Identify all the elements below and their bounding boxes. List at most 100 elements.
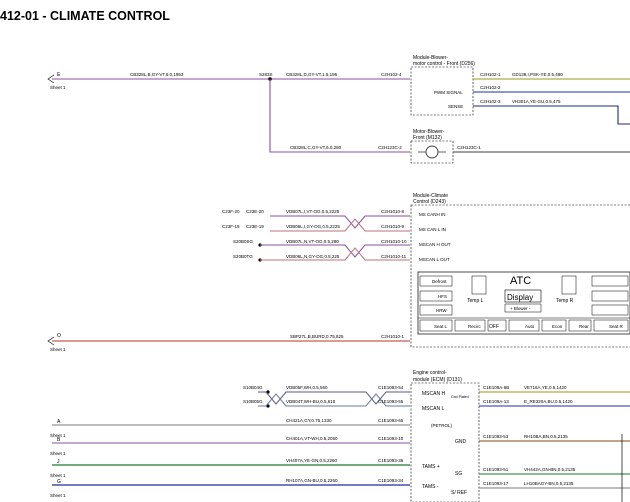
wire-label: VDB06L,I,GY-OG,0.5,2225 bbox=[286, 224, 340, 229]
connector-label: C2H102-1 bbox=[480, 72, 501, 77]
wire-label: GD139,I,PSK-YE,0.5,480 bbox=[512, 72, 563, 77]
sheet-ref-letter: B bbox=[57, 437, 61, 443]
wire-label: VE716A,YE,0.5,1420 bbox=[524, 385, 567, 390]
ecm-title: module (ECM) (D131) bbox=[413, 377, 462, 383]
sheet-ref-arrow bbox=[47, 74, 55, 84]
recirc-label: Recirc bbox=[468, 324, 482, 329]
wire-to-motor bbox=[269, 79, 410, 153]
motor-icon bbox=[425, 145, 439, 159]
temp-r-control[interactable] bbox=[561, 275, 577, 295]
atc-panel[interactable] bbox=[417, 271, 630, 335]
can-wire-l-out bbox=[260, 247, 410, 261]
pin-label: TAMS + bbox=[422, 464, 440, 470]
pin-label: SENSE bbox=[448, 104, 463, 109]
hfs-button[interactable] bbox=[419, 290, 453, 302]
wire-label: VDB07L,N,VT-OG,0.5,280 bbox=[286, 239, 339, 244]
motor-title: Front (M132) bbox=[413, 135, 442, 141]
pin-label: GND bbox=[455, 439, 467, 445]
connector-label: C23E-19 bbox=[246, 224, 264, 229]
pin-label: MSCAN L OUT bbox=[419, 257, 450, 262]
seat-r-button[interactable] bbox=[593, 319, 629, 332]
wire-label: RH107A,GN-BU,0.5,2260 bbox=[286, 478, 338, 483]
splice-label: S10B04G bbox=[243, 385, 263, 390]
wire-label: CB328L,D,GY-VT,1.5,195 bbox=[286, 72, 338, 77]
off-label: OFF bbox=[489, 324, 499, 330]
wire-label: LH10BAGY-BN,0.5,2135 bbox=[524, 481, 574, 486]
mode-button[interactable] bbox=[591, 290, 629, 302]
recirc-button[interactable] bbox=[454, 319, 486, 332]
connector-label: C1E1093-10 bbox=[378, 436, 404, 441]
sheet-ref-letter: G bbox=[57, 479, 61, 485]
off-button[interactable] bbox=[487, 319, 507, 332]
wire-label: VDB05F,WH,0.5,560 bbox=[286, 385, 328, 390]
pin-label: MS CAN L IN bbox=[419, 227, 446, 232]
splice-label: S10B05G bbox=[243, 399, 263, 404]
sheet-ref-label[interactable]: Sheet 1 bbox=[50, 473, 66, 478]
blower-button[interactable] bbox=[504, 303, 542, 313]
pin-label: PWM SIGNAL bbox=[434, 90, 463, 95]
wire-label: VH301A,YE-GU,0.5,475 bbox=[512, 99, 561, 104]
connector-label: C2H1010-9 bbox=[381, 224, 405, 229]
connector-label: C2H1010-8 bbox=[381, 209, 405, 214]
blower-control-module-box[interactable] bbox=[410, 66, 474, 116]
connector-label: C1E1093-54 bbox=[378, 385, 404, 390]
wire-label: VDB06L,N,GY-OG,0.5,225 bbox=[286, 254, 340, 259]
gnd-plated-note: Gnd Plated bbox=[451, 395, 469, 399]
connector-label: C23F-20 bbox=[222, 209, 240, 214]
wire-label: CB328L,C,GY-VT,6.0,280 bbox=[290, 145, 342, 150]
wire-label: VDB04T,WH-BU,0.5,610 bbox=[286, 399, 336, 404]
temp-l-control[interactable] bbox=[471, 275, 487, 295]
hrw-button[interactable] bbox=[419, 304, 453, 316]
pin-label: MSCAN H bbox=[422, 391, 445, 397]
rear-label: Rear bbox=[579, 324, 589, 329]
connector-label: C23E-20 bbox=[246, 209, 264, 214]
connector-label: C2H123C-1 bbox=[457, 145, 481, 150]
econ-button[interactable] bbox=[541, 319, 567, 332]
connector-label: C1E1093-51 bbox=[483, 467, 509, 472]
pin-label: MSCAN H OUT bbox=[419, 242, 451, 247]
connector-label: C1E1093-53 bbox=[483, 434, 509, 439]
connector-label: C1E1093-17 bbox=[483, 481, 509, 486]
splice-label: S20B0TG bbox=[233, 254, 253, 259]
ecm-box[interactable] bbox=[410, 382, 480, 502]
connector-label: C2H1010-11 bbox=[381, 254, 407, 259]
connector-label: C1E1093-55 bbox=[378, 399, 404, 404]
auto-button[interactable] bbox=[508, 319, 540, 332]
climate-control-module-box[interactable] bbox=[410, 204, 630, 348]
sheet-ref-letter: O bbox=[57, 333, 61, 339]
mode-button[interactable] bbox=[591, 275, 629, 287]
rear-button[interactable] bbox=[568, 319, 592, 332]
module-title: Control (D243) bbox=[413, 199, 446, 205]
connector-label: C1E1093-65 bbox=[378, 418, 404, 423]
sheet-ref-label[interactable]: Sheet 1 bbox=[50, 451, 66, 456]
can-wire-l-in bbox=[270, 218, 410, 232]
sheet-ref-label[interactable]: Sheet 1 bbox=[50, 433, 66, 438]
wire-label: VH442A,GN-BN,0.5,2135 bbox=[524, 467, 576, 472]
page-title: 412-01 - CLIMATE CONTROL bbox=[0, 9, 170, 23]
module-title: Module-Climate bbox=[413, 193, 448, 199]
connector-label: C2H123C-2 bbox=[378, 145, 402, 150]
wire-label: SBP27L,B,BURD,0.75,825 bbox=[290, 334, 344, 339]
petrol-label: (PETROL) bbox=[431, 423, 453, 428]
connector-label: C2H102-3 bbox=[480, 99, 501, 104]
temp-r-label: Temp R bbox=[556, 298, 574, 304]
atc-title: ATC bbox=[510, 275, 531, 287]
pin-label: MSCAN L bbox=[422, 406, 444, 412]
hfs-label: HFS bbox=[438, 294, 447, 299]
ecm-title: Engine control- bbox=[413, 370, 447, 376]
can-wire-h-in bbox=[270, 215, 410, 229]
seat-l-label: Seat L bbox=[434, 324, 448, 329]
ecm-can-l-wire bbox=[258, 393, 410, 407]
mode-button[interactable] bbox=[591, 304, 629, 316]
display-label: Display bbox=[507, 293, 533, 302]
sheet-ref-letter: A bbox=[57, 419, 61, 425]
seat-l-button[interactable] bbox=[419, 319, 453, 332]
sheet-ref-label[interactable]: Sheet 1 bbox=[50, 493, 66, 498]
defrost-button[interactable] bbox=[419, 275, 453, 287]
ecm-can-h-wire bbox=[258, 391, 410, 405]
sheet-ref-label[interactable]: Sheet 1 bbox=[50, 85, 66, 90]
sheet-ref-label[interactable]: Sheet 1 bbox=[50, 347, 66, 352]
wire-label: VDB07L,I,VT-OG,0.5,2225 bbox=[286, 209, 340, 214]
module-title: Module-Blower- bbox=[413, 55, 448, 61]
splice-label: S20B0SG bbox=[233, 239, 254, 244]
